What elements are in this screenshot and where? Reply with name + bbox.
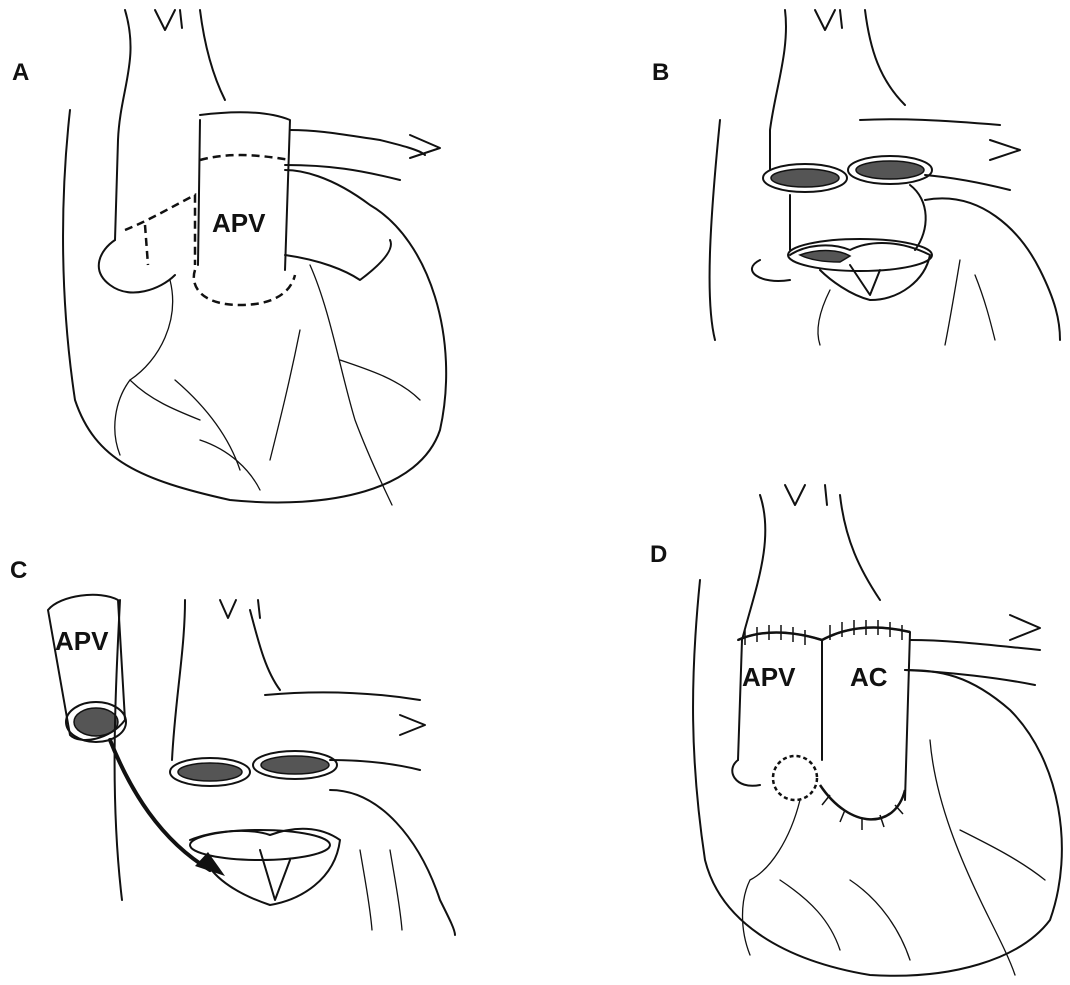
panel-letter-d: D [650, 541, 667, 568]
panel-letter-b: B [652, 59, 669, 86]
label-ac-d: AC [850, 662, 888, 692]
panel-c: C APV [10, 557, 455, 935]
label-apv-a: APV [212, 208, 266, 238]
panel-b: B [652, 10, 1060, 345]
label-apv-d: APV [742, 662, 796, 692]
panel-letter-c: C [10, 557, 27, 584]
panel-d: D APV AC [650, 485, 1062, 976]
label-apv-c: APV [55, 626, 109, 656]
panel-a: A APV [12, 10, 446, 505]
panel-letter-a: A [12, 59, 29, 86]
